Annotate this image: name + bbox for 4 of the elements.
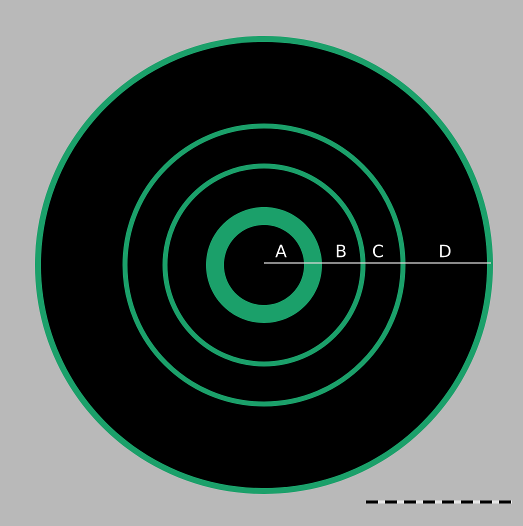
letter-label: A: [275, 244, 287, 258]
letter-label: B: [336, 244, 346, 258]
letter-label: C: [373, 244, 384, 258]
letter-label: D: [440, 244, 451, 258]
